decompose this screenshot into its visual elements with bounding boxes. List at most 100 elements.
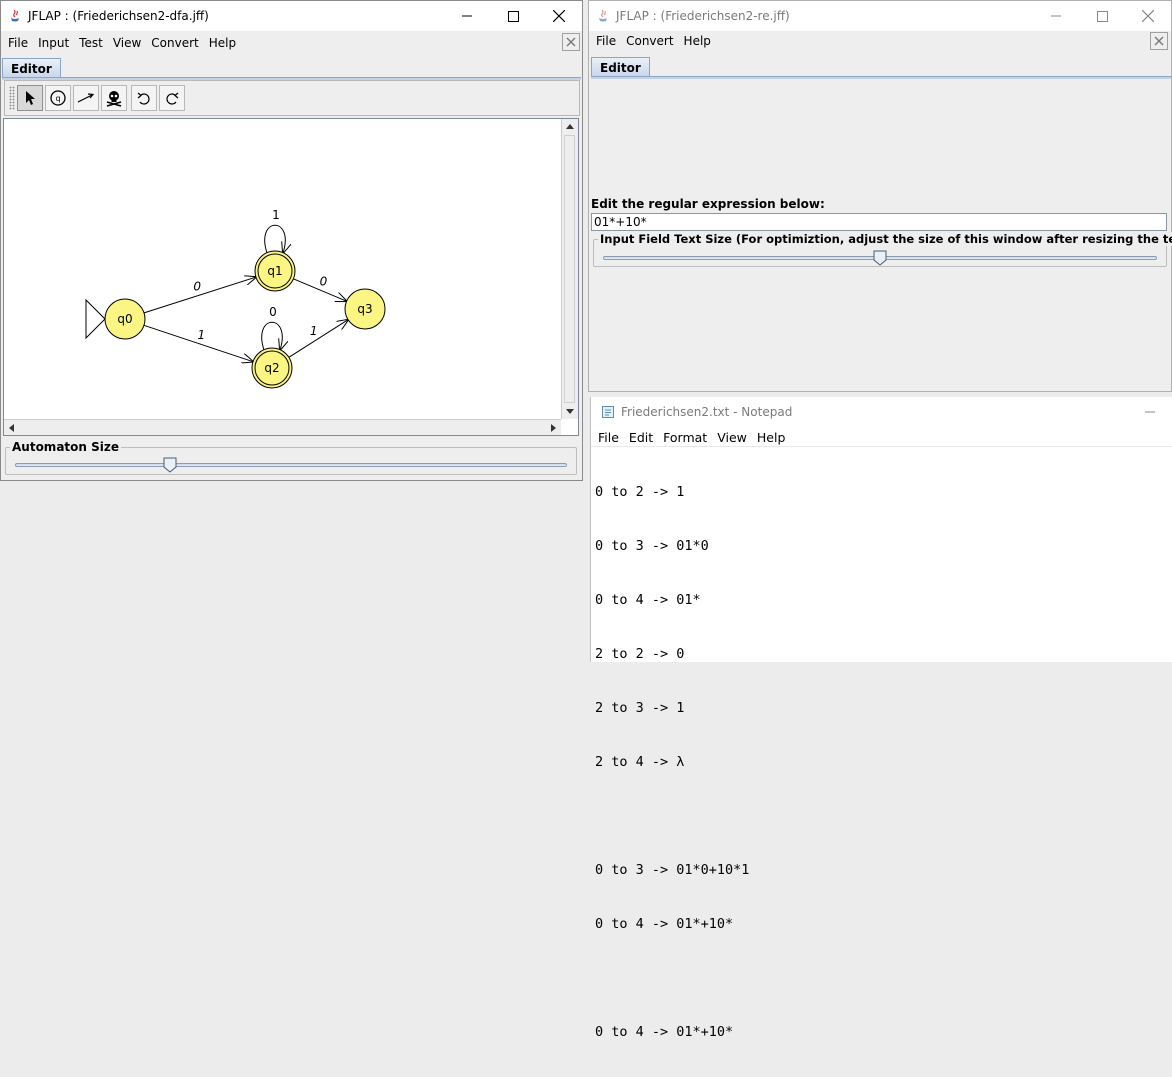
maximize-button[interactable]: [490, 1, 536, 31]
text-line: 0 to 4 -> 01*+10*: [595, 916, 734, 932]
transition-q0-q2[interactable]: [143, 324, 253, 361]
java-icon: [8, 9, 22, 23]
minimize-icon: [1051, 15, 1061, 17]
transition-label: 1: [198, 328, 206, 342]
close-button[interactable]: [1125, 1, 1171, 31]
window-title: JFLAP : (Friederichsen2-dfa.jff): [28, 9, 209, 23]
state-q1[interactable]: q1: [254, 250, 296, 292]
title-bar[interactable]: Friederichsen2.txt - Notepad: [591, 397, 1172, 427]
menu-help[interactable]: Help: [208, 36, 237, 50]
skull-icon: [106, 91, 122, 107]
text-line: [595, 807, 749, 825]
scroll-left-arrow[interactable]: [4, 420, 19, 435]
java-icon: [596, 9, 610, 23]
state-tool-button[interactable]: q: [45, 85, 71, 111]
state-q2[interactable]: q2: [251, 347, 293, 389]
self-loop-q1[interactable]: [264, 224, 286, 253]
regex-input[interactable]: [591, 213, 1167, 231]
automaton-size-slider-track[interactable]: [15, 463, 567, 467]
menu-edit[interactable]: Edit: [628, 429, 654, 445]
menu-file[interactable]: File: [596, 34, 617, 48]
state-icon: q: [50, 90, 66, 106]
scroll-right-arrow[interactable]: [546, 420, 561, 435]
title-bar[interactable]: JFLAP : (Friederichsen2-dfa.jff): [1, 1, 582, 31]
text-line: 0 to 4 -> 01*: [595, 592, 701, 608]
editor-toolbar: q: [4, 80, 580, 116]
state-q3[interactable]: q3: [344, 288, 386, 330]
horizontal-scrollbar[interactable]: [4, 419, 561, 435]
menu-input[interactable]: Input: [38, 36, 70, 50]
tab-editor[interactable]: Editor: [591, 57, 650, 77]
arrow-right-icon: [551, 423, 556, 432]
transition-tool-button[interactable]: [73, 85, 99, 111]
scroll-up-arrow[interactable]: [562, 119, 577, 134]
jflap-re-window: JFLAP : (Friederichsen2-re.jff) File Con…: [588, 0, 1172, 392]
menu-help[interactable]: Help: [756, 429, 786, 445]
menu-separator: [591, 446, 1172, 447]
transition-q1-q3[interactable]: [293, 278, 346, 301]
state-label: q2: [264, 361, 279, 375]
automaton-size-panel: Automaton Size: [5, 440, 577, 475]
menu-view[interactable]: View: [717, 429, 747, 445]
text-line: 0 to 2 -> 1: [595, 484, 685, 500]
redo-button[interactable]: [159, 85, 185, 111]
regex-label: Edit the regular expression below:: [591, 197, 825, 211]
title-bar[interactable]: JFLAP : (Friederichsen2-re.jff): [589, 1, 1171, 31]
close-icon: [1142, 10, 1154, 22]
delete-tool-button[interactable]: [101, 85, 127, 111]
menu-bar: File Convert Help: [589, 29, 1171, 53]
menu-convert[interactable]: Convert: [151, 36, 199, 50]
undo-button[interactable]: [131, 85, 157, 111]
menu-file[interactable]: File: [8, 36, 29, 50]
state-label: q1: [267, 264, 282, 278]
minimize-button[interactable]: [1033, 1, 1079, 31]
state-q0[interactable]: q0: [85, 298, 146, 340]
state-circle: [254, 250, 296, 292]
notepad-icon: [601, 405, 615, 419]
menu-view[interactable]: View: [112, 36, 142, 50]
self-loop-q2[interactable]: [261, 321, 283, 350]
maximize-icon: [1096, 10, 1108, 22]
menu-convert[interactable]: Convert: [626, 34, 674, 48]
toolbar-grip[interactable]: [9, 86, 15, 110]
vertical-scrollbar[interactable]: [561, 119, 578, 419]
menu-file[interactable]: File: [598, 429, 619, 445]
tab-underline: [591, 76, 1171, 79]
menu-format[interactable]: Format: [663, 429, 708, 445]
scroll-down-arrow[interactable]: [562, 404, 577, 419]
tab-underline: [2, 77, 581, 80]
menu-test[interactable]: Test: [79, 36, 103, 50]
tab-editor[interactable]: Editor: [2, 58, 61, 78]
select-tool-button[interactable]: [17, 85, 43, 111]
menu-bar: File Input Test View Convert Help: [1, 31, 582, 55]
text-line: 0 to 3 -> 01*0: [595, 538, 709, 554]
automaton-size-slider-thumb[interactable]: [163, 457, 177, 473]
state-circle: [104, 298, 146, 340]
notepad-text-area[interactable]: 0 to 2 -> 1 0 to 3 -> 01*0 0 to 4 -> 01*…: [595, 447, 749, 1077]
transition-label: 0: [269, 305, 277, 319]
menu-help[interactable]: Help: [683, 34, 711, 48]
transition-q2-q3[interactable]: [288, 320, 348, 358]
minimize-icon: [1145, 411, 1155, 413]
minimize-button[interactable]: [1127, 397, 1172, 427]
state-circle: [344, 288, 386, 330]
minimize-button[interactable]: [444, 1, 490, 31]
transition-label: 1: [272, 208, 280, 222]
close-tab-button[interactable]: [1150, 32, 1168, 50]
text-line: 2 to 2 -> 0: [595, 646, 685, 662]
state-circle: [251, 347, 293, 389]
text-line: 0 to 4 -> 01*+10*: [595, 1024, 734, 1040]
text-size-panel: Input Field Text Size (For optimiztion, …: [593, 232, 1172, 267]
maximize-button[interactable]: [1079, 1, 1125, 31]
window-title: JFLAP : (Friederichsen2-re.jff): [616, 9, 790, 23]
arrow-up-icon: [565, 124, 574, 129]
close-tab-button[interactable]: [562, 33, 580, 51]
close-button[interactable]: [536, 1, 582, 31]
transition-q0-q1[interactable]: [143, 277, 256, 314]
scroll-thumb[interactable]: [564, 135, 575, 403]
text-size-slider-thumb[interactable]: [873, 250, 887, 266]
text-line: [595, 969, 749, 987]
text-line: 2 to 3 -> 1: [595, 700, 685, 716]
